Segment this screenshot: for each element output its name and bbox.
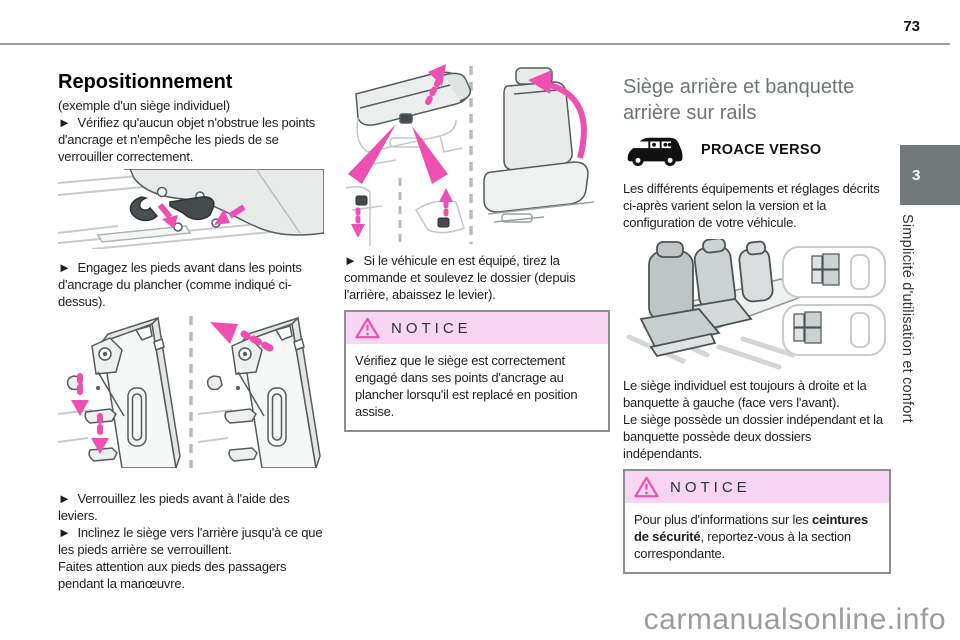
notice-text-bold: ceintures de sécurité bbox=[634, 512, 868, 544]
page-number: 73 bbox=[903, 18, 920, 35]
release-arrow-icon bbox=[425, 64, 446, 105]
para-verify-anchors: ► Vérifiez qu'aucun objet n'obstrue les … bbox=[58, 115, 316, 164]
notice-text-post: , reportez-vous à la section corresponda… bbox=[634, 529, 851, 561]
van-top-view-diagrams bbox=[782, 246, 886, 356]
rear-seats-configuration-illustration bbox=[626, 239, 886, 370]
seat-anchor-points-illustration bbox=[58, 169, 324, 249]
seat-leg-locking-illustration bbox=[58, 316, 321, 468]
van-icon bbox=[627, 137, 683, 167]
callout-beams bbox=[348, 124, 448, 184]
notice-title: NOTICE bbox=[670, 478, 751, 496]
anchor-arrow-icons bbox=[157, 203, 246, 229]
header-rule bbox=[0, 43, 950, 45]
chapter-tab: 3 bbox=[900, 145, 960, 205]
section-heading-siege-arriere: Siège arrière et banquette arrière sur r… bbox=[623, 76, 855, 124]
warning-triangle-icon bbox=[355, 317, 380, 339]
notice-header: NOTICE bbox=[346, 312, 608, 344]
warning-triangle-icon bbox=[634, 476, 659, 498]
watermark: carmanualsonline.info bbox=[643, 603, 946, 636]
notice-title: NOTICE bbox=[391, 319, 472, 337]
para-caution-feet: Faites attention aux pieds des passagers… bbox=[58, 559, 287, 591]
chapter-title-vertical: Simplicité d'utilisation et confort bbox=[899, 214, 915, 423]
chapter-number: 3 bbox=[912, 166, 921, 184]
para-lock-levers: ► Verrouillez les pieds avant à l'aide d… bbox=[58, 491, 290, 523]
para-backrests: Le siège possède un dossier indépendant … bbox=[623, 412, 883, 461]
para-equipment-intro: Les différents équipements et réglages d… bbox=[623, 181, 880, 230]
para-pull-command: ► Si le véhicule en est équipé, tirez la… bbox=[344, 253, 576, 302]
raise-backrest-arrow-icon bbox=[528, 70, 587, 159]
column-repositionnement: Repositionnement (exemple d'un siège ind… bbox=[58, 70, 324, 592]
notice-text-pre: Pour plus d'informations sur les bbox=[634, 512, 812, 527]
subheading-example: (exemple d'un siège individuel) bbox=[58, 98, 230, 113]
notice-body: Pour plus d'informations sur les ceintur… bbox=[625, 503, 889, 572]
para-seat-position: Le siège individuel est toujours à droit… bbox=[623, 378, 867, 410]
para-tilt-seat: ► Inclinez le siège vers l'arrière jusqu… bbox=[58, 525, 323, 557]
section-heading-repositionnement: Repositionnement bbox=[58, 71, 233, 93]
column-siege-arriere: Siège arrière et banquette arrière sur r… bbox=[623, 74, 891, 574]
para-engage-feet: ► Engagez les pieds avant dans les point… bbox=[58, 260, 302, 309]
notice-box-anchoring: NOTICE Vérifiez que le siège est correct… bbox=[344, 310, 610, 432]
model-badge-label: PROACE VERSO bbox=[701, 141, 822, 158]
lever-arrow-icons bbox=[351, 188, 453, 238]
notice-body: Vérifiez que le siège est correctement e… bbox=[355, 353, 578, 419]
column-dossier: ► Si le véhicule en est équipé, tirez la… bbox=[344, 60, 610, 432]
notice-box-seatbelts: NOTICE Pour plus d'informations sur les … bbox=[623, 469, 891, 574]
backrest-lever-illustration bbox=[345, 64, 595, 246]
model-badge-row: PROACE VERSO bbox=[623, 132, 891, 168]
notice-header: NOTICE bbox=[625, 471, 889, 503]
lock-arrow-icons bbox=[71, 322, 274, 454]
